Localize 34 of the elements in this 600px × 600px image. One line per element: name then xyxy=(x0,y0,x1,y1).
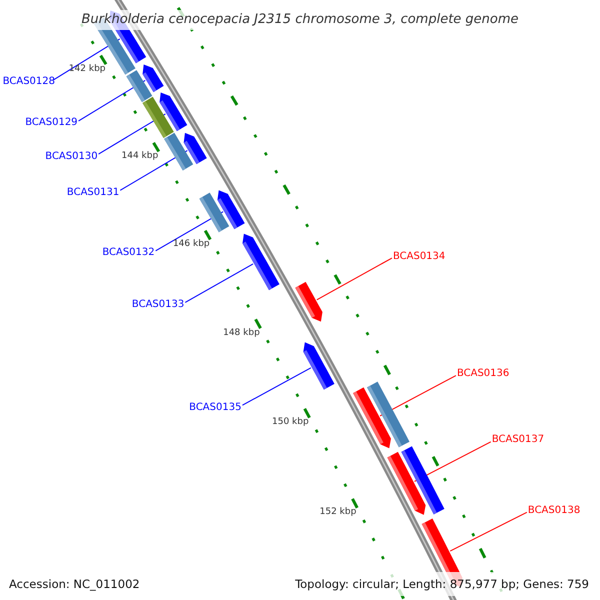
gene-label: BCAS0131 xyxy=(66,186,120,199)
leader-line xyxy=(78,80,146,122)
gene-segment xyxy=(142,96,174,138)
gene-label: BCAS0128 xyxy=(2,75,55,88)
gene-segment xyxy=(126,70,152,102)
gene-label: BCAS0135 xyxy=(189,400,242,414)
gene-label: BCAS0134 xyxy=(392,250,446,262)
scale-label: 142 kbp xyxy=(68,63,106,76)
gene-label: BCAS0130 xyxy=(45,150,98,163)
scale-label: 152 kbp xyxy=(320,506,356,519)
leader-line xyxy=(242,367,312,406)
leader-line xyxy=(414,441,492,482)
gene-segment xyxy=(164,132,194,170)
gene-label: BCAS0138 xyxy=(528,504,580,517)
gene-feature xyxy=(242,234,280,290)
scale-label: 150 kbp xyxy=(272,416,309,429)
gene-label: BCAS0137 xyxy=(492,433,544,446)
gene-label: BCAS0129 xyxy=(25,116,78,130)
gene-segment xyxy=(401,446,444,514)
gene-segment xyxy=(366,382,410,448)
scale-label: 144 kbp xyxy=(122,150,158,164)
leader-line xyxy=(184,263,254,303)
leader-line xyxy=(316,258,392,300)
scale-label: 148 kbp xyxy=(223,326,260,340)
scale-label: 146 kbp xyxy=(172,238,210,252)
gene-feature xyxy=(303,342,334,390)
leader-line xyxy=(450,512,528,552)
leader-line xyxy=(120,150,188,191)
gene-label: BCAS0136 xyxy=(456,367,510,380)
gene-label: BCAS0133 xyxy=(132,298,184,311)
leader-line xyxy=(380,375,456,416)
gene-segment xyxy=(199,192,230,232)
gene-feature xyxy=(295,282,322,322)
gene-label: BCAS0132 xyxy=(102,246,155,260)
